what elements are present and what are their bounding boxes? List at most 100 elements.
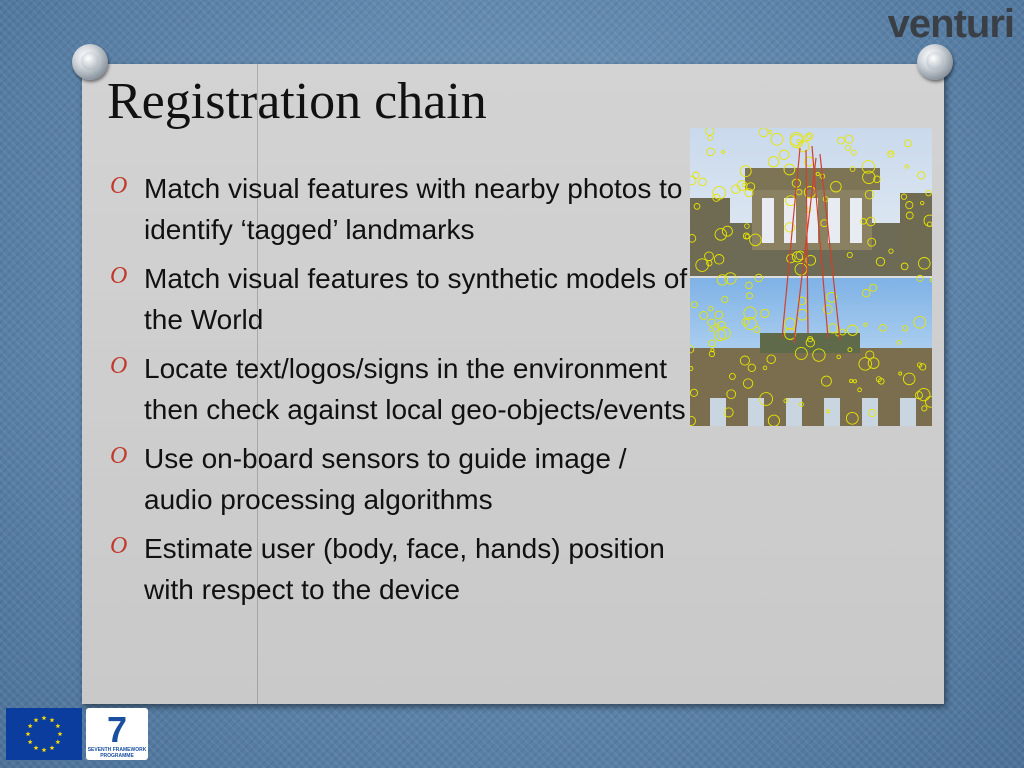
feature-marker bbox=[875, 256, 886, 267]
feature-marker bbox=[726, 389, 737, 400]
feature-marker bbox=[846, 324, 859, 336]
feature-marker bbox=[708, 350, 716, 358]
feature-marker bbox=[707, 135, 713, 141]
feature-marker bbox=[717, 326, 731, 340]
feature-marker bbox=[797, 296, 807, 306]
feature-marker bbox=[784, 328, 797, 340]
eu-flag-logo bbox=[6, 708, 82, 760]
feature-marker bbox=[916, 274, 924, 282]
feature-marker bbox=[714, 310, 724, 320]
feature-marker bbox=[913, 315, 927, 329]
feature-marker bbox=[812, 348, 826, 362]
feature-marker bbox=[783, 317, 796, 330]
venturi-logo: venturi bbox=[887, 2, 1015, 46]
feature-marker bbox=[905, 211, 914, 220]
feature-marker bbox=[760, 308, 770, 318]
eu-star-icon bbox=[27, 723, 33, 729]
feature-marker bbox=[815, 171, 820, 177]
fp7-line1: SEVENTH FRAMEWORK bbox=[88, 747, 147, 753]
feature-marker bbox=[770, 132, 784, 146]
gate-openings-bottom bbox=[710, 398, 916, 426]
eu-star-icon bbox=[55, 723, 61, 729]
feature-marker bbox=[716, 274, 729, 286]
eu-star-icon bbox=[25, 731, 31, 737]
feature-marker bbox=[794, 346, 808, 360]
quadriga-statue bbox=[760, 333, 860, 353]
bullet-icon: O bbox=[110, 443, 128, 469]
bullet-text: Match visual features with nearby photos… bbox=[144, 173, 683, 245]
feature-marker bbox=[805, 338, 815, 348]
feature-marker bbox=[921, 405, 928, 412]
feature-marker bbox=[744, 223, 750, 229]
fp7-logo: 7 SEVENTH FRAMEWORK PROGRAMME bbox=[86, 708, 148, 760]
feature-marker bbox=[867, 237, 877, 247]
fp7-number: 7 bbox=[107, 709, 127, 750]
feature-marker bbox=[690, 301, 698, 309]
feature-marker bbox=[917, 171, 926, 180]
feature-marker bbox=[860, 218, 867, 225]
feature-marker bbox=[846, 251, 853, 259]
feature-marker bbox=[904, 164, 909, 169]
feature-marker bbox=[784, 222, 795, 233]
feature-marker bbox=[789, 132, 804, 146]
feature-marker bbox=[861, 288, 871, 298]
feature-marker bbox=[783, 398, 789, 404]
feature-marker bbox=[905, 201, 914, 210]
feature-marker bbox=[712, 186, 726, 200]
feature-marker bbox=[742, 232, 750, 240]
feature-marker bbox=[804, 133, 812, 142]
feature-marker bbox=[850, 149, 857, 156]
feature-marker bbox=[862, 170, 876, 184]
feature-marker bbox=[699, 311, 709, 320]
feature-marker bbox=[721, 150, 726, 154]
fp7-seven-icon: 7 SEVENTH FRAMEWORK PROGRAMME bbox=[88, 709, 147, 759]
feature-marker bbox=[820, 375, 832, 387]
pushpin-right-icon bbox=[917, 44, 953, 80]
feature-marker bbox=[767, 129, 773, 135]
feature-marker bbox=[879, 323, 887, 332]
feature-marker bbox=[873, 175, 881, 184]
logo-text: venturi bbox=[887, 2, 1015, 46]
feature-marker bbox=[827, 323, 838, 334]
feature-marker bbox=[741, 318, 750, 326]
feature-marker bbox=[706, 147, 715, 157]
feature-marker bbox=[847, 347, 853, 353]
slide-title: Registration chain bbox=[107, 73, 487, 130]
feature-marker bbox=[852, 379, 857, 384]
feature-marker bbox=[707, 318, 716, 327]
bottom-photo-gate bbox=[690, 348, 932, 426]
feature-marker bbox=[867, 357, 880, 369]
feature-marker bbox=[844, 134, 854, 144]
feature-marker bbox=[766, 354, 776, 364]
bullet-icon: O bbox=[110, 353, 128, 379]
bullet-item: O Match visual features to synthetic mod… bbox=[110, 258, 700, 340]
feature-marker bbox=[767, 414, 780, 426]
bullet-text: Match visual features to synthetic model… bbox=[144, 263, 688, 335]
feature-marker bbox=[721, 225, 733, 237]
pushpin-left-icon bbox=[72, 44, 108, 80]
bullet-item: O Match visual features with nearby phot… bbox=[110, 168, 700, 250]
feature-marker bbox=[693, 203, 701, 210]
eu-star-icon bbox=[41, 747, 47, 753]
feature-marker bbox=[690, 175, 697, 186]
feature-marker bbox=[708, 306, 714, 312]
eu-star-icon bbox=[55, 739, 61, 745]
feature-marker bbox=[731, 184, 741, 194]
feature-marker bbox=[836, 354, 841, 360]
feature-marker bbox=[916, 362, 923, 368]
feature-marker bbox=[743, 306, 757, 320]
feature-marker bbox=[925, 189, 932, 197]
gate-openings-top bbox=[762, 198, 862, 243]
bullet-text: Use on-board sensors to guide image / au… bbox=[144, 443, 627, 515]
bullet-item: O Locate text/logos/signs in the environ… bbox=[110, 348, 700, 430]
feature-marker bbox=[717, 321, 726, 330]
feature-marker bbox=[868, 408, 877, 418]
feature-marker bbox=[888, 248, 894, 254]
fp7-line2: PROGRAMME bbox=[100, 753, 134, 759]
feature-marker bbox=[724, 272, 737, 285]
feature-marker bbox=[714, 228, 728, 241]
feature-marker bbox=[745, 292, 753, 300]
eu-star-icon bbox=[49, 745, 55, 750]
feature-marker bbox=[864, 189, 875, 200]
feature-marker bbox=[869, 283, 878, 292]
